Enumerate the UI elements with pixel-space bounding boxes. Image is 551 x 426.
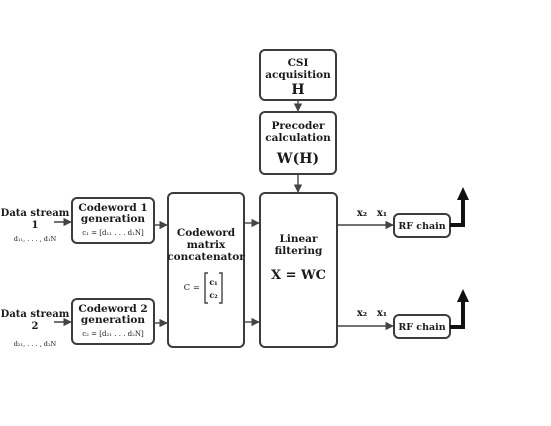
data-stream-2-label: Data stream [1, 309, 70, 320]
precoder-label: Precoder [271, 120, 325, 132]
data-stream-2-number: 2 [32, 321, 39, 332]
matrix-row-2: c₂ [209, 290, 218, 300]
csi-acquisition-block: CSI acquisition H [259, 49, 337, 101]
rf-chain-1-block: RF chain [393, 213, 451, 238]
linear-filtering-label: Linear [279, 233, 317, 245]
codeword-2-block: Codeword 2 generation c₂ = [d₂₁ . . . d₂… [71, 298, 155, 345]
rf-chain-2-label: RF chain [398, 322, 445, 333]
antenna-2-icon [450, 289, 469, 329]
codeword-1-label: Codeword 1 [78, 202, 147, 214]
output-bottom-x2: x₂ [357, 308, 367, 319]
csi-label: CSI [288, 57, 309, 69]
codeword-2-label-2: generation [81, 314, 146, 326]
filtering-formula: X = WC [271, 268, 326, 283]
codeword-2-formula: c₂ = [d₂₁ . . . d₂N] [82, 330, 144, 338]
precoder-symbol: W(H) [276, 151, 319, 167]
rf-chain-1-label: RF chain [398, 221, 445, 232]
matrix-c-lhs: C = [184, 283, 200, 293]
linear-filtering-label-2: filtering [275, 245, 323, 257]
matrix-left-bracket [204, 272, 208, 304]
codeword-1-formula: c₁ = [d₁₁ . . . d₁N] [82, 229, 144, 237]
concatenator-label-2: matrix [187, 239, 226, 251]
data-stream-2: Data stream 2 d₂₁, . . . , d₂N [1, 309, 70, 348]
output-top-x1: x₁ [377, 208, 387, 219]
concatenator-label: Codeword [177, 227, 236, 239]
concatenator-block: Codeword matrix concatenator C = c₁ c₂ [167, 192, 245, 348]
linear-filtering-block: Linear filtering X = WC [259, 192, 338, 348]
output-bottom-x1: x₁ [377, 308, 387, 319]
data-stream-1-symbols: d₁₁, . . . , d₁N [14, 235, 57, 243]
codeword-2-label: Codeword 2 [78, 303, 147, 315]
rf-chain-2-block: RF chain [393, 314, 451, 339]
concatenator-label-3: concatenator [167, 251, 245, 263]
channel-matrix-symbol: H [291, 82, 304, 98]
data-stream-1: Data stream 1 d₁₁, . . . , d₁N [1, 208, 70, 243]
antenna-1-icon [450, 187, 469, 227]
output-top-x2: x₂ [357, 208, 367, 219]
precoder-label-2: calculation [265, 132, 331, 144]
data-stream-1-label: Data stream [1, 208, 70, 219]
codeword-1-label-2: generation [81, 213, 146, 225]
data-stream-1-number: 1 [32, 220, 39, 231]
csi-label-2: acquisition [265, 69, 331, 81]
codeword-1-block: Codeword 1 generation c₁ = [d₁₁ . . . d₁… [71, 197, 155, 244]
matrix-right-bracket [219, 272, 223, 304]
matrix-row-1: c₁ [209, 277, 217, 287]
data-stream-2-symbols: d₂₁, . . . , d₂N [14, 340, 57, 348]
precoder-calculation-block: Precoder calculation W(H) [259, 111, 337, 175]
